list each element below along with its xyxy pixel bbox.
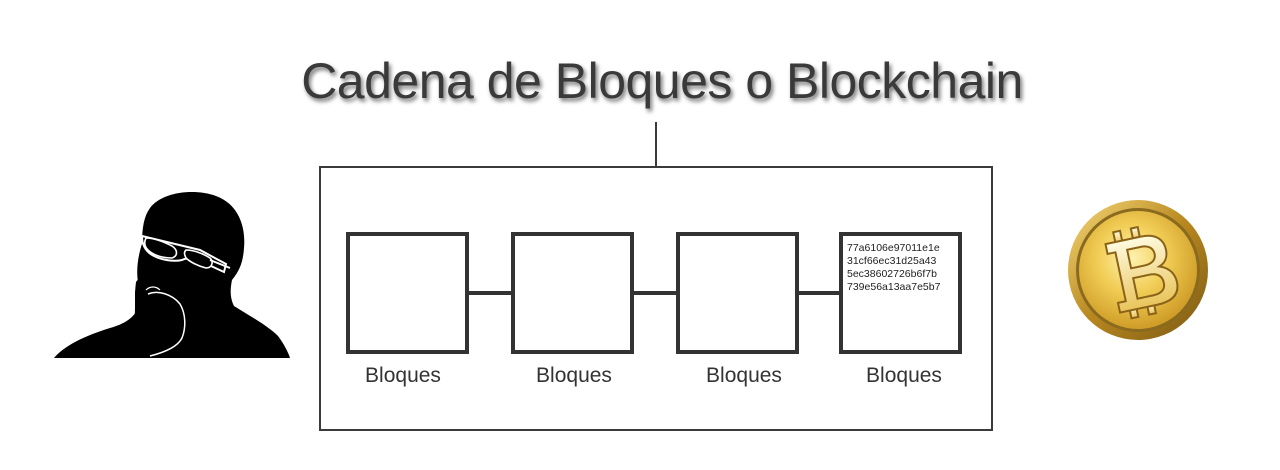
block-label-3: Bloques — [706, 364, 782, 387]
block-3 — [676, 232, 799, 354]
block-hash: 77a6106e97011e1e 31cf66ec31d25a43 5ec386… — [847, 242, 940, 294]
diagram-title: Cadena de Bloques o Blockchain — [301, 53, 1023, 109]
bitcoin-icon — [1066, 198, 1210, 347]
block-2 — [511, 232, 634, 354]
block-label-4: Bloques — [866, 364, 942, 387]
block-4: 77a6106e97011e1e 31cf66ec31d25a43 5ec386… — [839, 232, 962, 354]
blockchain-frame — [319, 166, 993, 431]
block-label-2: Bloques — [536, 364, 612, 387]
thinking-person-icon — [54, 186, 290, 365]
block-link-3-4 — [799, 291, 843, 295]
block-label-1: Bloques — [365, 364, 441, 387]
block-1 — [346, 232, 469, 354]
hash-line-4: 739e56a13aa7e5b7 — [847, 281, 941, 293]
hash-line-2: 31cf66ec31d25a43 — [847, 255, 937, 267]
hash-line-1: 77a6106e97011e1e — [847, 242, 940, 254]
hash-line-3: 5ec38602726b6f7b — [847, 268, 937, 280]
block-link-2-3 — [634, 291, 680, 295]
title-connector-line — [655, 122, 657, 168]
block-link-1-2 — [469, 291, 515, 295]
